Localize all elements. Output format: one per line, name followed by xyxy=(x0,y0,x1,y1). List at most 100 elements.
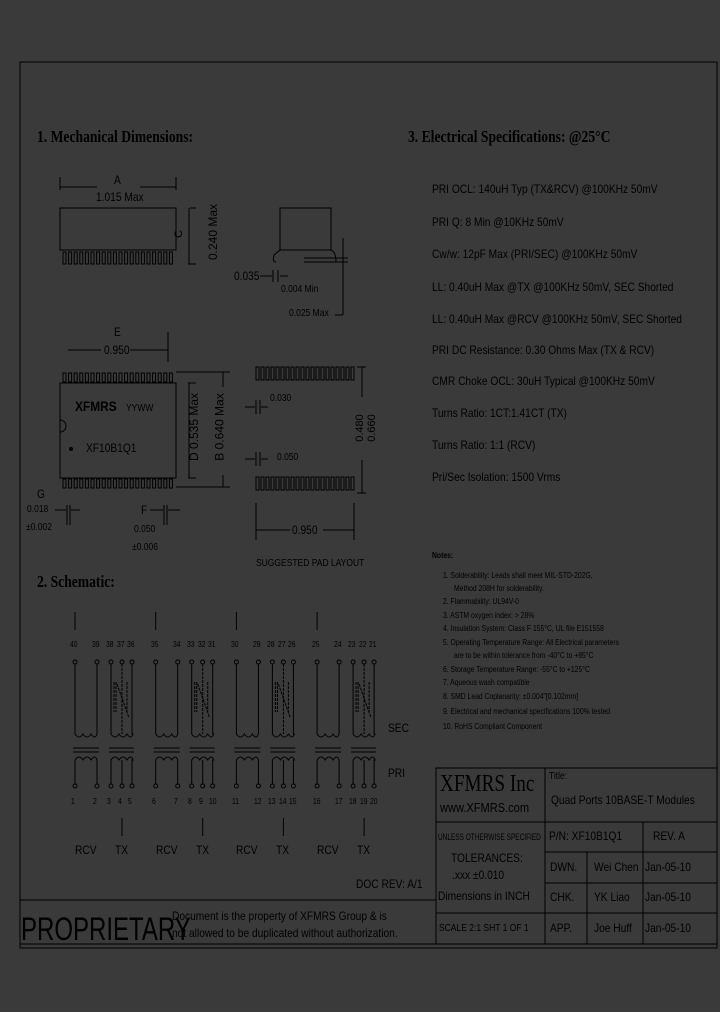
pin-number-bottom: 3 xyxy=(107,797,111,806)
lead xyxy=(96,372,101,383)
pad xyxy=(280,476,285,491)
pin-number-top: 29 xyxy=(253,640,261,649)
pin-number-bottom: 17 xyxy=(335,797,343,806)
pin-terminal xyxy=(175,783,181,789)
pin-terminal xyxy=(94,783,100,789)
lead xyxy=(73,372,78,383)
lead xyxy=(129,251,134,265)
lead xyxy=(96,251,101,265)
dim-a-value: 1.015 Max xyxy=(96,190,144,204)
pin-number-top: 28 xyxy=(267,640,275,649)
common-mode-choke xyxy=(355,664,372,734)
lead xyxy=(124,478,129,489)
lead xyxy=(135,372,140,383)
rcv-primary-winding xyxy=(316,756,340,784)
pad xyxy=(275,476,280,491)
note-item: 10. RoHS Compliant Component xyxy=(443,722,543,731)
marking-brand: XFMRS xyxy=(75,398,117,414)
pin-number-bottom: 10 xyxy=(208,797,217,806)
lead xyxy=(157,372,162,383)
note-item: 6. Storage Temperature Range: -55°C to +… xyxy=(443,665,590,674)
tolerances-label: TOLERANCES: xyxy=(451,851,523,865)
lead xyxy=(62,372,67,383)
pad xyxy=(350,476,355,491)
pad xyxy=(310,366,315,381)
pad xyxy=(295,366,300,381)
dim-e-label: E xyxy=(114,325,121,339)
pin-terminal xyxy=(129,783,135,789)
pin-number-top: 23 xyxy=(348,640,356,649)
pin-number-top: 25 xyxy=(312,640,320,649)
pad-outer-660: 0.660 xyxy=(365,414,378,442)
pin-number-bottom: 15 xyxy=(289,797,297,806)
lead xyxy=(163,478,168,489)
spec-line: Turns Ratio: 1:1 (RCV) xyxy=(432,438,536,452)
pad xyxy=(320,366,325,381)
lead xyxy=(146,251,151,265)
dim-a-label: A xyxy=(114,173,121,187)
pad xyxy=(255,366,260,381)
note-item: are to be within tolerance from -40°C to… xyxy=(454,651,594,660)
rcv-label: RCV xyxy=(75,843,97,857)
scale-sheet: SCALE 2:1 SHT 1 OF 1 xyxy=(439,923,529,934)
pin-terminal xyxy=(233,659,239,665)
note-item: 3. ASTM oxygen index: > 28% xyxy=(443,611,535,620)
dim-lead-004: 0.004 Min xyxy=(281,284,319,295)
pin-terminal xyxy=(336,783,342,789)
pad xyxy=(270,476,275,491)
note-item: 4. Insulation System: Class F 155°C, UL … xyxy=(443,624,604,633)
pads xyxy=(255,366,355,491)
pin-number-top: 34 xyxy=(172,640,181,649)
lead xyxy=(129,478,134,489)
pin-number-top: 21 xyxy=(369,640,377,649)
lead xyxy=(163,372,168,383)
pin-terminal xyxy=(189,659,195,665)
lead xyxy=(90,251,95,265)
lead xyxy=(62,478,67,489)
tx-secondary-winding xyxy=(271,664,296,738)
pin-terminal xyxy=(72,659,78,665)
pad xyxy=(290,366,295,381)
lead xyxy=(107,478,112,489)
schematic-drawing xyxy=(72,612,377,836)
company-logo: XFMRS Inc xyxy=(440,771,535,797)
lead xyxy=(90,478,95,489)
lead xyxy=(157,478,162,489)
lead xyxy=(118,478,123,489)
rcv-label: RCV xyxy=(236,843,258,857)
section-heading-mechanical: 1. Mechanical Dimensions: xyxy=(37,127,194,146)
lead xyxy=(62,251,67,265)
pin-terminal xyxy=(371,659,377,665)
pad xyxy=(335,476,340,491)
title-block-grid xyxy=(435,767,718,945)
lead xyxy=(152,251,157,265)
note-item: 5. Operating Temperature Range: All Elec… xyxy=(443,638,620,647)
spec-line: Pri/Sec Isolation: 1500 Vrms xyxy=(432,470,561,484)
pin-terminal xyxy=(290,783,296,789)
units-note: Dimensions in INCH xyxy=(438,889,530,903)
pin-terminal xyxy=(94,659,100,665)
pin-number-bottom: 11 xyxy=(232,797,240,806)
pad xyxy=(285,476,290,491)
common-mode-choke xyxy=(274,664,291,734)
spec-line: LL: 0.40uH Max @RCV @100KHz 50mV, SEC Sh… xyxy=(432,312,682,326)
pin-terminal xyxy=(314,659,320,665)
pad xyxy=(300,366,305,381)
pin-number-bottom: 5 xyxy=(128,797,132,806)
pad xyxy=(255,476,260,491)
tx-secondary-winding xyxy=(352,664,376,738)
pin-number-bottom: 18 xyxy=(349,797,357,806)
pin-number-top: 22 xyxy=(359,640,367,649)
lead xyxy=(73,251,78,265)
pad-layout-drawing xyxy=(245,366,366,540)
note-item: 7. Aqueous wash compatible xyxy=(443,678,530,687)
marking-date-code: YYWW xyxy=(126,403,154,414)
pad-width-050: 0.050 xyxy=(277,452,299,463)
pad xyxy=(290,476,295,491)
pin-terminal xyxy=(280,659,286,665)
pad xyxy=(310,476,315,491)
pin-number-bottom: 6 xyxy=(151,797,156,806)
lead xyxy=(140,251,145,265)
dim-d-label: D xyxy=(187,452,202,462)
pad xyxy=(275,366,280,381)
